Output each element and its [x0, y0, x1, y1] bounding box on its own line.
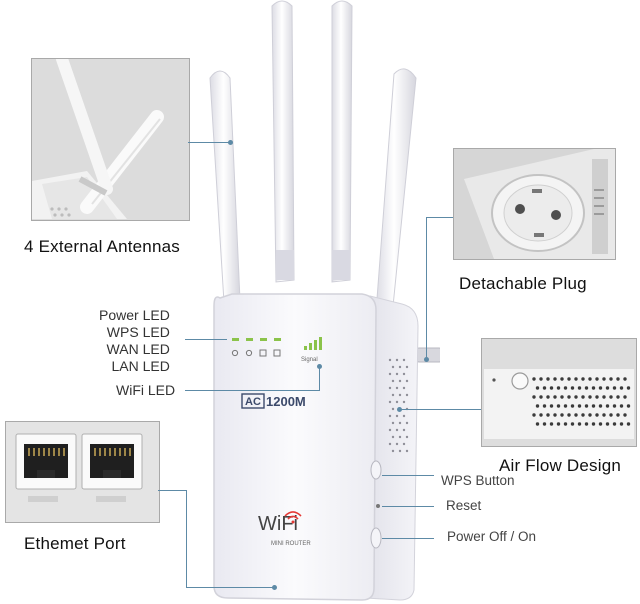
label-plug: Detachable Plug — [459, 274, 587, 293]
label-wps-led: WPS LED — [106, 324, 170, 340]
airflow-closeup-photo — [481, 338, 637, 447]
label-power-switch: Power Off / On — [447, 529, 537, 544]
leader-led — [185, 339, 227, 340]
led-label-group: Power LED WPS LED WAN LED LAN LED — [99, 307, 170, 375]
label-lan-led: LAN LED — [111, 358, 170, 374]
leader-ethernet-v — [186, 490, 187, 587]
antenna-left — [209, 70, 241, 303]
side-buttons — [370, 460, 382, 549]
svg-text:MINI ROUTER: MINI ROUTER — [271, 541, 311, 547]
label-wifi-led: WiFi LED — [116, 382, 176, 398]
signal-label: Signal — [301, 357, 318, 363]
leader-reset — [382, 506, 434, 507]
leader-power — [382, 538, 434, 539]
leader-wifi-led-v — [319, 366, 320, 390]
label-wan-led: WAN LED — [106, 341, 170, 357]
ethernet-port-closeup-photo — [5, 421, 160, 523]
leader-wifi-led-h — [185, 390, 320, 391]
label-ethernet: Ethemet Port — [24, 534, 126, 553]
leader-plug-h — [426, 217, 453, 218]
antenna-center-left — [271, 0, 295, 283]
wifi-repeater-device: Signal AC 1200M WiFi MINI ROUTER — [209, 0, 440, 601]
leader-ethernet-h — [158, 490, 187, 491]
label-power-led: Power LED — [99, 307, 170, 323]
leader-airflow — [400, 409, 481, 410]
svg-text:1200M: 1200M — [266, 394, 306, 409]
antenna-closeup-photo — [31, 58, 190, 221]
antenna-right — [375, 68, 417, 317]
ac1200m-badge: AC 1200M — [241, 393, 306, 409]
led-indicators — [231, 338, 281, 357]
leader-antenna — [188, 142, 230, 143]
svg-text:AC: AC — [245, 396, 261, 408]
plug-closeup-photo — [453, 148, 616, 260]
signal-indicator — [304, 337, 322, 350]
leader-plug-v — [426, 217, 427, 359]
leader-ethernet-b — [186, 587, 274, 588]
label-reset: Reset — [446, 498, 482, 513]
label-antennas: 4 External Antennas — [24, 237, 180, 256]
antenna-center-right — [331, 0, 353, 283]
wifi-logo: WiFi MINI ROUTER — [258, 511, 311, 547]
label-wps-button: WPS Button — [441, 473, 515, 488]
label-airflow: Air Flow Design — [499, 456, 622, 475]
leader-wps — [382, 475, 434, 476]
